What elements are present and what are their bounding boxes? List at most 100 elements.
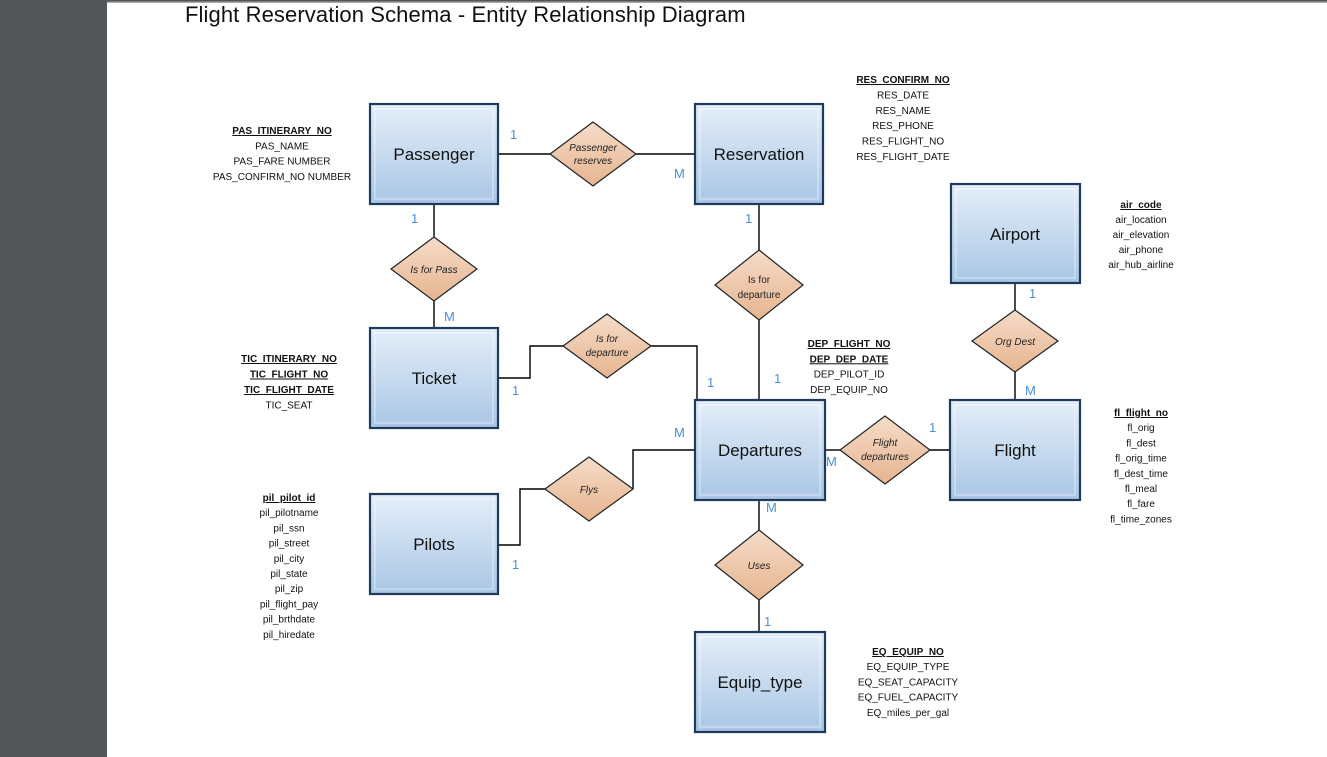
entity-passenger: Passenger bbox=[368, 102, 500, 206]
cardinality-org-dest-m: M bbox=[1025, 383, 1036, 398]
relationship-flys: Flys bbox=[543, 456, 635, 522]
entity-flight: Flight bbox=[948, 398, 1082, 502]
attribute: pil_zip bbox=[275, 584, 304, 595]
attribute: PAS_FARE NUMBER bbox=[233, 157, 330, 168]
key-attribute: air_code bbox=[1120, 200, 1162, 211]
attribute: fl_meal bbox=[1125, 484, 1157, 495]
entity-pilots: Pilots bbox=[368, 492, 500, 596]
attribute: EQ_FUEL_CAPACITY bbox=[858, 693, 959, 704]
relationship-passenger-reserves: Passenger reserves bbox=[548, 121, 638, 187]
rel-label-line-2: reserves bbox=[574, 156, 612, 167]
line-pilots-flys bbox=[498, 488, 545, 546]
attribute: fl_orig_time bbox=[1115, 454, 1167, 465]
rel-label-line-2: departure bbox=[738, 290, 781, 301]
cardinality-org-dest-1: 1 bbox=[1029, 286, 1036, 301]
cardinality-flight-dep-m: M bbox=[826, 454, 837, 469]
entity-label-passenger: Passenger bbox=[393, 145, 475, 164]
relationship-flight-departures: Flight departures bbox=[839, 415, 931, 485]
entity-airport: Airport bbox=[949, 182, 1082, 285]
attributes-ticket: TIC_ITINERARY_NOTIC_FLIGHT_NOTIC_FLIGHT_… bbox=[241, 354, 337, 412]
attribute: pil_hiredate bbox=[263, 630, 315, 641]
attribute: RES_NAME bbox=[875, 106, 930, 117]
attributes-reservation: RES_CONFIRM_NORES_DATERES_NAMERES_PHONER… bbox=[856, 75, 950, 163]
attribute: air_location bbox=[1115, 215, 1166, 226]
cardinality-is-for-pass-m: M bbox=[444, 309, 455, 324]
entity-label-departures: Departures bbox=[718, 441, 802, 460]
attribute: pil_city bbox=[274, 554, 305, 565]
rel-label-line-1: Is for bbox=[596, 334, 619, 345]
cardinality-tic-dep-departures-1: 1 bbox=[707, 375, 714, 390]
key-attribute: TIC_ITINERARY_NO bbox=[241, 354, 337, 365]
attribute: DEP_PILOT_ID bbox=[814, 370, 885, 381]
relationship-is-for-departure-reservation: Is for departure bbox=[714, 249, 804, 321]
line-flys-departures bbox=[632, 449, 695, 489]
rel-label-line-2: departures bbox=[861, 452, 909, 463]
attribute: DEP_EQUIP_NO bbox=[810, 385, 888, 396]
attribute: RES_PHONE bbox=[872, 121, 934, 132]
cardinality-flight-dep-1: 1 bbox=[929, 420, 936, 435]
attribute: EQ_EQUIP_TYPE bbox=[867, 662, 950, 673]
cardinality-labels: 1 M 1 M 1 1 1 1 1 M 1 M 1 M M 1 bbox=[411, 127, 1036, 629]
rel-label-line-1: Is for Pass bbox=[410, 265, 457, 276]
attribute: pil_state bbox=[270, 569, 308, 580]
viewer-sidebar bbox=[0, 0, 107, 757]
relationship-org-dest: Org Dest bbox=[970, 309, 1060, 373]
cardinality-passenger-reserves-m: M bbox=[674, 166, 685, 181]
key-attribute: DEP_DEP_DATE bbox=[810, 354, 889, 365]
attributes-flight: fl_flight_nofl_origfl_destfl_orig_timefl… bbox=[1110, 408, 1172, 525]
cardinality-res-dep-departures-1: 1 bbox=[774, 371, 781, 386]
cardinality-uses-1: 1 bbox=[764, 614, 771, 629]
attribute: EQ_SEAT_CAPACITY bbox=[858, 677, 959, 688]
rel-label-line-2: departure bbox=[586, 348, 629, 359]
attribute: pil_brthdate bbox=[263, 615, 316, 626]
entity-label-pilots: Pilots bbox=[413, 535, 455, 554]
attribute: pil_pilotname bbox=[260, 508, 319, 519]
relationship-uses: Uses bbox=[714, 529, 804, 601]
attribute: EQ_miles_per_gal bbox=[867, 708, 949, 719]
cardinality-uses-m: M bbox=[766, 500, 777, 515]
connector-lines bbox=[433, 153, 1016, 632]
entity-label-airport: Airport bbox=[990, 225, 1040, 244]
entity-label-reservation: Reservation bbox=[714, 145, 805, 164]
attribute: fl_dest_time bbox=[1114, 469, 1168, 480]
attribute: pil_ssn bbox=[273, 523, 304, 534]
entity-label-flight: Flight bbox=[994, 441, 1036, 460]
attribute: fl_dest bbox=[1126, 438, 1156, 449]
cardinality-flys-1: 1 bbox=[512, 557, 519, 572]
key-attribute: DEP_FLIGHT_NO bbox=[808, 339, 891, 350]
attributes-pilots: pil_pilot_idpil_pilotnamepil_ssnpil_stre… bbox=[260, 493, 319, 641]
relationship-is-for-pass: Is for Pass bbox=[389, 236, 479, 302]
attribute: PAS_CONFIRM_NO NUMBER bbox=[213, 172, 351, 183]
attribute: TIC_SEAT bbox=[265, 401, 312, 412]
entity-label-ticket: Ticket bbox=[412, 369, 457, 388]
key-attribute: TIC_FLIGHT_NO bbox=[250, 370, 329, 381]
attribute: pil_flight_pay bbox=[260, 599, 318, 610]
rel-label-line-1: Passenger bbox=[569, 143, 617, 154]
attributes-airport: air_codeair_locationair_elevationair_pho… bbox=[1108, 200, 1174, 271]
rel-label-line-1: Is for bbox=[748, 275, 771, 286]
diagram-title: Flight Reservation Schema - Entity Relat… bbox=[185, 2, 746, 27]
attribute: RES_FLIGHT_DATE bbox=[856, 152, 949, 163]
rel-label-line-1: Uses bbox=[748, 561, 771, 572]
attribute: air_hub_airline bbox=[1108, 260, 1174, 271]
line-ticket-isdep2 bbox=[498, 345, 563, 379]
cardinality-passenger-reserves-1: 1 bbox=[510, 127, 517, 142]
cardinality-flys-m: M bbox=[674, 425, 685, 440]
cardinality-tic-dep-1: 1 bbox=[512, 383, 519, 398]
line-isdep2-departures bbox=[651, 345, 698, 400]
entity-label-equip-type: Equip_type bbox=[717, 673, 802, 692]
entity-ticket: Ticket bbox=[368, 326, 500, 430]
attributes-equip-type: EQ_EQUIP_NO EQ_EQUIP_TYPE EQ_SEAT_CAPACITY… bbox=[858, 647, 959, 719]
key-attribute: fl_flight_no bbox=[1114, 408, 1168, 419]
key-attribute: EQ_EQUIP_NO bbox=[872, 647, 944, 658]
entity-departures: Departures bbox=[693, 398, 827, 502]
key-attribute: pil_pilot_id bbox=[263, 493, 316, 504]
cardinality-res-dep-1: 1 bbox=[745, 211, 752, 226]
key-attribute: RES_CONFIRM_NO bbox=[856, 75, 950, 86]
attribute: RES_FLIGHT_NO bbox=[862, 137, 944, 148]
attribute: air_elevation bbox=[1113, 230, 1170, 241]
attribute: fl_fare bbox=[1127, 499, 1155, 510]
rel-label-line-1: Flys bbox=[580, 485, 598, 496]
